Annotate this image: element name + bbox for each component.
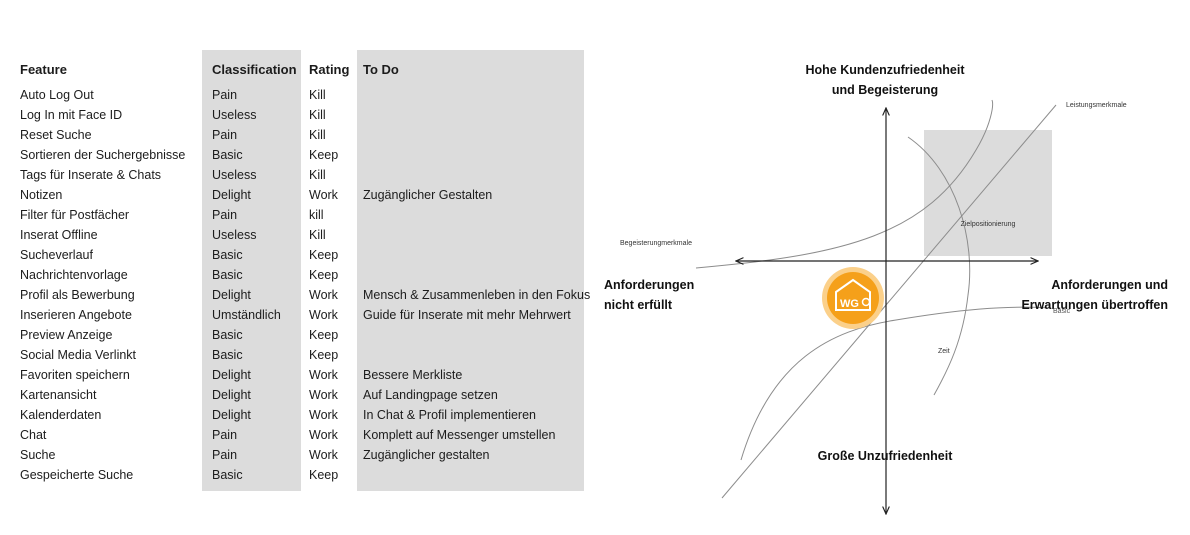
cell-rating: Kill (309, 88, 326, 102)
cell-feature: Suche (20, 448, 56, 462)
cell-feature: Gespeicherte Suche (20, 468, 134, 482)
cell-todo: Mensch & Zusammenleben in den Fokus (363, 288, 591, 302)
cell-classification: Basic (212, 248, 243, 262)
cell-classification: Delight (212, 188, 251, 202)
cell-feature: Kalenderdaten (20, 408, 102, 422)
cell-classification: Delight (212, 408, 251, 422)
cell-feature: Nachrichtenvorlage (20, 268, 128, 282)
cell-classification: Basic (212, 468, 243, 482)
label-basic: Basic (1053, 308, 1071, 315)
cell-rating: Work (309, 388, 338, 402)
cell-classification: Pain (212, 208, 238, 222)
cell-feature: Social Media Verlinkt (20, 348, 137, 362)
cell-rating: Keep (309, 328, 339, 342)
cell-classification: Delight (212, 368, 251, 382)
header-feature: Feature (20, 62, 67, 77)
performance-curve (721, 104, 1057, 499)
label-time: Zeit (938, 348, 950, 355)
cell-classification: Useless (212, 108, 257, 122)
header-classification: Classification (212, 62, 297, 77)
cell-classification: Pain (212, 448, 238, 462)
cell-rating: Kill (309, 128, 326, 142)
header-todo: To Do (363, 62, 399, 77)
cell-rating: Keep (309, 468, 339, 482)
basic-curve (740, 306, 1052, 461)
cell-classification: Pain (212, 128, 238, 142)
cell-feature: Favoriten speichern (20, 368, 130, 382)
cell-classification: Basic (212, 348, 243, 362)
cell-todo: Zugänglicher gestalten (363, 448, 490, 462)
cell-classification: Useless (212, 168, 257, 182)
cell-rating: Work (309, 428, 338, 442)
cell-todo: In Chat & Profil implementieren (363, 408, 536, 422)
cell-feature: Inserat Offline (20, 228, 98, 242)
wg-logo: WG (822, 267, 884, 329)
cell-feature: Auto Log Out (20, 88, 94, 102)
right-label-1: Anforderungen und (1051, 278, 1168, 292)
cell-rating: Keep (309, 148, 339, 162)
top-label-2: und Begeisterung (832, 83, 938, 97)
cell-feature: Kartenansicht (20, 388, 97, 402)
cell-todo: Komplett auf Messenger umstellen (363, 428, 556, 442)
cell-todo: Guide für Inserate mit mehr Mehrwert (363, 308, 571, 322)
cell-rating: Work (309, 308, 338, 322)
cell-feature: Notizen (20, 188, 63, 202)
cell-todo: Zugänglicher Gestalten (363, 188, 493, 202)
left-label-2: nicht erfüllt (604, 298, 673, 312)
cell-classification: Delight (212, 388, 251, 402)
cell-classification: Basic (212, 328, 243, 342)
bottom-label: Große Unzufriedenheit (818, 449, 954, 463)
cell-classification: Basic (212, 148, 243, 162)
cell-classification: Umständlich (212, 308, 281, 322)
cell-rating: Keep (309, 268, 339, 282)
label-target-zone: Zielpositionierung (961, 221, 1016, 228)
cell-rating: Keep (309, 248, 339, 262)
top-label-1: Hohe Kundenzufriedenheit (805, 63, 965, 77)
cell-rating: Work (309, 368, 338, 382)
cell-classification: Pain (212, 428, 238, 442)
left-label-1: Anforderungen (604, 278, 694, 292)
cell-rating: Work (309, 448, 338, 462)
cell-feature: Sortieren der Suchergebnisse (20, 148, 186, 162)
cell-classification: Basic (212, 268, 243, 282)
cell-rating: Kill (309, 168, 326, 182)
cell-feature: Reset Suche (20, 128, 92, 142)
right-label-2: Erwartungen übertroffen (1021, 298, 1168, 312)
cell-rating: Work (309, 188, 338, 202)
search-icon (861, 297, 871, 307)
cell-classification: Useless (212, 228, 257, 242)
cell-rating: kill (309, 208, 324, 222)
cell-feature: Chat (20, 428, 47, 442)
kano-diagram: WG Hohe Kundenzufriedenheit und Begeiste… (604, 63, 1168, 525)
cell-todo: Bessere Merkliste (363, 368, 463, 382)
classification-column-bg (202, 50, 301, 491)
cell-feature: Tags für Inserate & Chats (20, 168, 162, 182)
label-performance: Leistungsmerkmale (1066, 102, 1127, 109)
todo-column-bg (357, 50, 584, 491)
cell-todo: Auf Landingpage setzen (363, 388, 498, 402)
cell-feature: Sucheverlauf (20, 248, 93, 262)
cell-rating: Kill (309, 108, 326, 122)
cell-feature: Filter für Postfächer (20, 208, 130, 222)
header-rating: Rating (309, 62, 350, 77)
cell-feature: Preview Anzeige (20, 328, 113, 342)
cell-classification: Delight (212, 288, 251, 302)
cell-feature: Profil als Bewerbung (20, 288, 135, 302)
cell-rating: Kill (309, 228, 326, 242)
cell-rating: Keep (309, 348, 339, 362)
logo-text: WG (840, 298, 859, 310)
cell-rating: Work (309, 408, 338, 422)
cell-rating: Work (309, 288, 338, 302)
cell-classification: Pain (212, 88, 238, 102)
time-curve (907, 136, 971, 396)
cell-feature: Inserieren Angebote (20, 308, 132, 322)
label-delight: Begeisterungmerkmale (620, 240, 692, 247)
cell-feature: Log In mit Face ID (20, 108, 123, 122)
